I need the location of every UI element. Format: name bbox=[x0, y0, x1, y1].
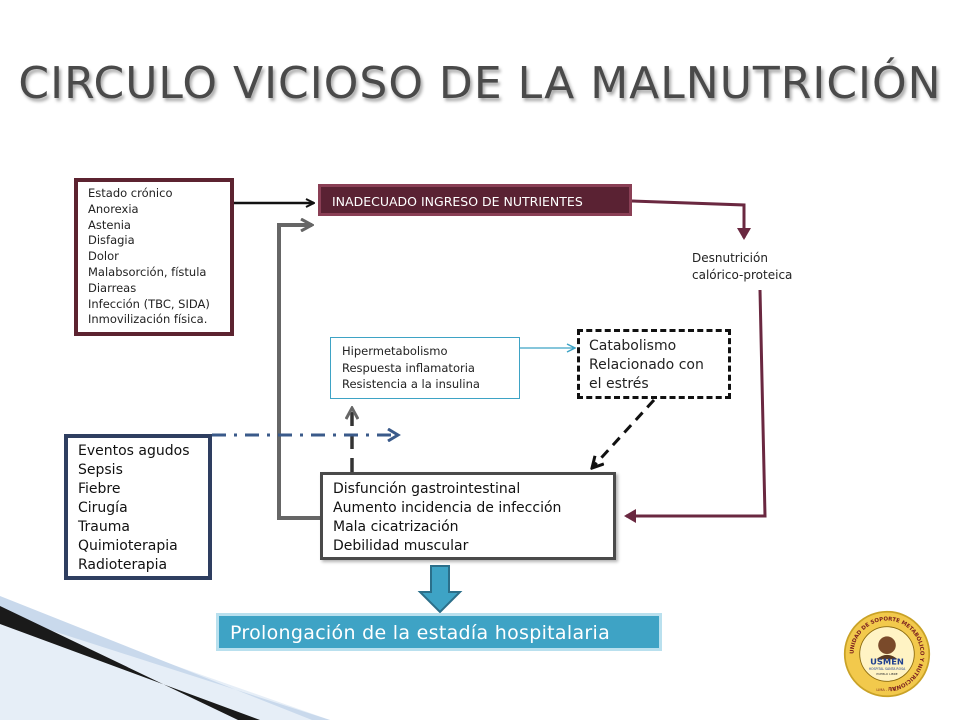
inadequate-intake-box: INADECUADO INGRESO DE NUTRIENTES bbox=[318, 184, 632, 216]
cause-item: Estado crónico bbox=[88, 186, 173, 200]
catabolismo-box: Catabolismo Relacionado con el estrés bbox=[577, 329, 731, 399]
disf-item: Disfunción gastrointestinal bbox=[333, 481, 521, 497]
logo-sub: HOSPITAL SANTA ROSA bbox=[869, 667, 906, 671]
evento-item: Trauma bbox=[78, 519, 130, 535]
arrow-intake-to-desnutricion bbox=[631, 199, 751, 240]
catab-item: Relacionado con bbox=[589, 357, 704, 373]
hiper-item: Respuesta inflamatoria bbox=[342, 360, 475, 375]
disfuncion-box: Disfunción gastrointestinal Aumento inci… bbox=[320, 472, 616, 560]
cause-item: Diarreas bbox=[88, 280, 137, 295]
slide-decoration bbox=[0, 596, 330, 720]
catab-item: el estrés bbox=[589, 376, 649, 392]
catab-item: Catabolismo bbox=[589, 338, 677, 354]
eventos-agudos-box: Eventos agudos Sepsis Fiebre Cirugía Tra… bbox=[64, 434, 212, 580]
page-title: CIRCULO VICIOSO DE LA MALNUTRICIÓN bbox=[18, 58, 942, 109]
arrow-desnutricion-to-disfuncion bbox=[624, 289, 767, 523]
cause-item: Dolor bbox=[88, 249, 119, 264]
arrow-catabolismo-to-disfuncion bbox=[592, 398, 656, 468]
desnutricion-line1: Desnutrición bbox=[692, 251, 768, 265]
evento-item: Cirugía bbox=[78, 500, 128, 516]
prolongacion-label: Prolongación de la estadía hospitalaria bbox=[230, 622, 611, 644]
disf-item: Debilidad muscular bbox=[333, 538, 469, 554]
desnutricion-label: Desnutrición calórico-proteica bbox=[692, 250, 792, 284]
disf-item: Aumento incidencia de infección bbox=[333, 500, 562, 516]
logo-name: USMEN bbox=[870, 657, 904, 667]
causes-box: Estado crónico Anorexia Astenia Disfagia… bbox=[74, 178, 234, 336]
logo-bottom: LIMA - PERU bbox=[876, 688, 898, 692]
cause-item: Anorexia bbox=[88, 201, 139, 216]
prolongacion-box: Prolongación de la estadía hospitalaria bbox=[216, 613, 662, 651]
arrow-feedback-loop bbox=[277, 225, 320, 520]
cause-item: Inmovilización física. bbox=[88, 312, 208, 327]
cause-item: Disfagia bbox=[88, 233, 135, 248]
cause-item: Infección (TBC, SIDA) bbox=[88, 296, 210, 311]
inadequate-intake-label: INADECUADO INGRESO DE NUTRIENTES bbox=[332, 194, 583, 209]
cause-item: Malabsorción, fístula bbox=[88, 264, 207, 279]
evento-item: Sepsis bbox=[78, 462, 123, 478]
evento-item: Eventos agudos bbox=[78, 443, 190, 459]
evento-item: Quimioterapia bbox=[78, 538, 178, 554]
desnutricion-line2: calórico-proteica bbox=[692, 268, 793, 282]
down-arrow-to-prolongacion bbox=[417, 565, 463, 614]
logo-motto: PUEBLO LIBRE bbox=[876, 672, 897, 676]
disf-item: Mala cicatrización bbox=[333, 519, 459, 535]
hiper-item: Resistencia a la insulina bbox=[342, 377, 480, 391]
hipermetabolismo-box: Hipermetabolismo Respuesta inflamatoria … bbox=[330, 337, 520, 399]
evento-item: Fiebre bbox=[78, 481, 121, 497]
evento-item: Radioterapia bbox=[78, 557, 168, 573]
cause-item: Astenia bbox=[88, 217, 131, 232]
usmen-logo: UNIDAD DE SOPORTE METABÓLICO Y NUTRICION… bbox=[843, 610, 931, 698]
hiper-item: Hipermetabolismo bbox=[342, 344, 448, 358]
